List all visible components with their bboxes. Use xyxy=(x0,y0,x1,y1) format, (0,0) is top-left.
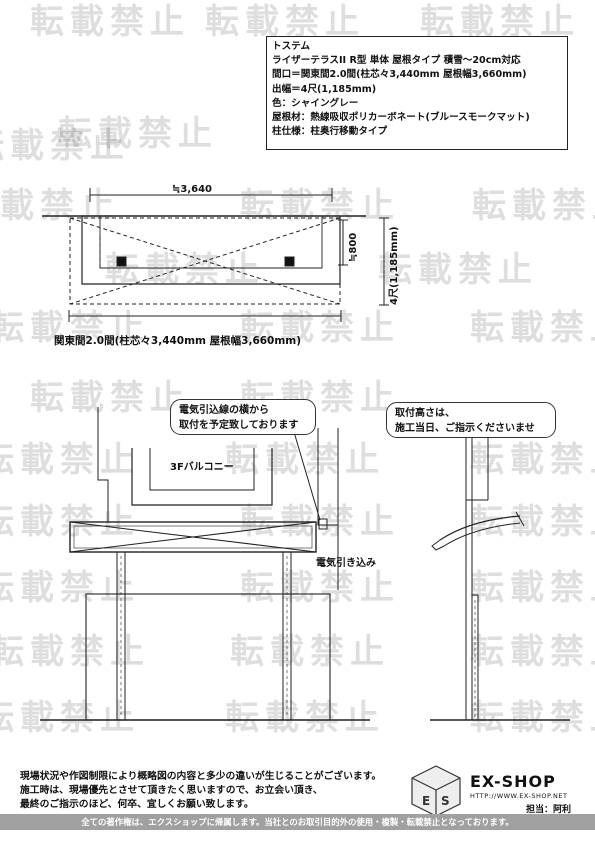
spec-line: 屋根材：熱線吸収ポリカーボネート(ブルースモークマット) xyxy=(272,112,530,124)
callout-text: 電気引込線の横から 取付を予定致しております xyxy=(179,405,299,431)
watermark: 転載禁止 xyxy=(0,440,140,480)
watermark: 転載禁止 xyxy=(472,186,595,226)
spec-line: トステム xyxy=(272,41,311,52)
plan-frontage-label: 関東間2.0間(柱芯々3,440mm 屋根幅3,660mm) xyxy=(54,335,302,347)
svg-text:E: E xyxy=(422,794,430,808)
front-elevation xyxy=(40,407,370,721)
electric-label: 電気引き込み xyxy=(316,558,376,569)
watermark: 転載禁止 xyxy=(58,114,218,154)
watermark: 転載禁止 xyxy=(30,378,190,418)
footer-note-line: 最終のご指示のほど、何卒、宜しくお願い致します。 xyxy=(20,799,254,810)
copyright-bar: 全ての著作権は、エクスショップに帰属します。当社とのお取引目的外の使用・複製・転… xyxy=(0,814,595,830)
plan-depth-dimension: ≒800 xyxy=(348,232,359,262)
watermark: 転載禁止 xyxy=(470,502,595,542)
watermark: 転載禁止 xyxy=(240,186,400,226)
plan-projection-dimension: 4尺(1,185mm) xyxy=(389,226,400,305)
spec-box: トステム ライザーテラスII R型 単体 屋根タイプ 積雪～20cm対応 間口＝… xyxy=(266,36,568,150)
watermark: 転載禁止 xyxy=(470,568,595,608)
watermark: 転載禁止 xyxy=(205,2,365,42)
callout-electric-wire: 電気引込線の横から 取付を予定致しております xyxy=(170,399,316,435)
watermark: 転載禁止 xyxy=(420,2,580,42)
watermark: 転載禁止 xyxy=(470,698,595,738)
watermark: 転載禁止 xyxy=(30,2,190,42)
staff-label: 担当：阿利 xyxy=(526,805,572,815)
plan-view xyxy=(42,188,389,322)
footer-note-line: 現場状況や作図制限により概略図の内容と多少の違いが生じることがございます。 xyxy=(20,771,382,782)
callout-text: 取付高さは、 施工当日、ご指示くださいませ xyxy=(395,408,535,434)
watermark: 転載禁止 xyxy=(0,568,140,608)
watermark: 転載禁止 xyxy=(0,632,150,672)
watermark: 転載禁止 xyxy=(0,126,130,166)
watermark: 転載禁止 xyxy=(378,250,538,290)
callout-install-height: 取付高さは、 施工当日、ご指示くださいませ xyxy=(386,402,556,438)
watermark: 転載禁止 xyxy=(230,632,390,672)
watermark: 転載禁止 xyxy=(0,186,120,226)
watermark: 転載禁止 xyxy=(240,308,400,348)
watermark: 転載禁止 xyxy=(0,698,140,738)
watermark: 転載禁止 xyxy=(240,568,400,608)
spec-line: 色：シャイングレー xyxy=(272,97,359,109)
spec-line: 柱仕様：柱奥行移動タイプ xyxy=(272,126,388,138)
side-elevation xyxy=(391,419,570,721)
plan-width-dimension: ≒3,640 xyxy=(172,184,213,195)
brand-logo: EX-SHOP xyxy=(470,772,556,791)
watermark: 転載禁止 xyxy=(0,308,150,348)
logo-mark: E S xyxy=(411,765,461,817)
watermark: 転載禁止 xyxy=(470,632,595,672)
brand-url: HTTP://WWW.EX-SHOP.NET xyxy=(470,792,568,800)
spec-line: 出幅＝4尺(1,185mm) xyxy=(272,83,377,95)
footer-notes: 現場状況や作図制限により概略図の内容と多少の違いが生じることがございます。 施工… xyxy=(20,770,381,812)
watermark: 転載禁止 xyxy=(470,308,595,348)
svg-text:S: S xyxy=(441,794,450,808)
balcony-label: 3Fバルコニー xyxy=(170,462,234,473)
footer-note-line: 施工時は、現場優先とさせて頂きたく思いますので、お立会い頂き、 xyxy=(20,785,323,796)
watermark: 転載禁止 xyxy=(470,440,595,480)
spec-line: ライザーテラスII R型 単体 屋根タイプ 積雪～20cm対応 xyxy=(272,55,521,67)
watermark: 転載禁止 xyxy=(225,698,385,738)
spec-line: 間口＝関東間2.0間(柱芯々3,440mm 屋根幅3,660mm) xyxy=(272,69,527,81)
